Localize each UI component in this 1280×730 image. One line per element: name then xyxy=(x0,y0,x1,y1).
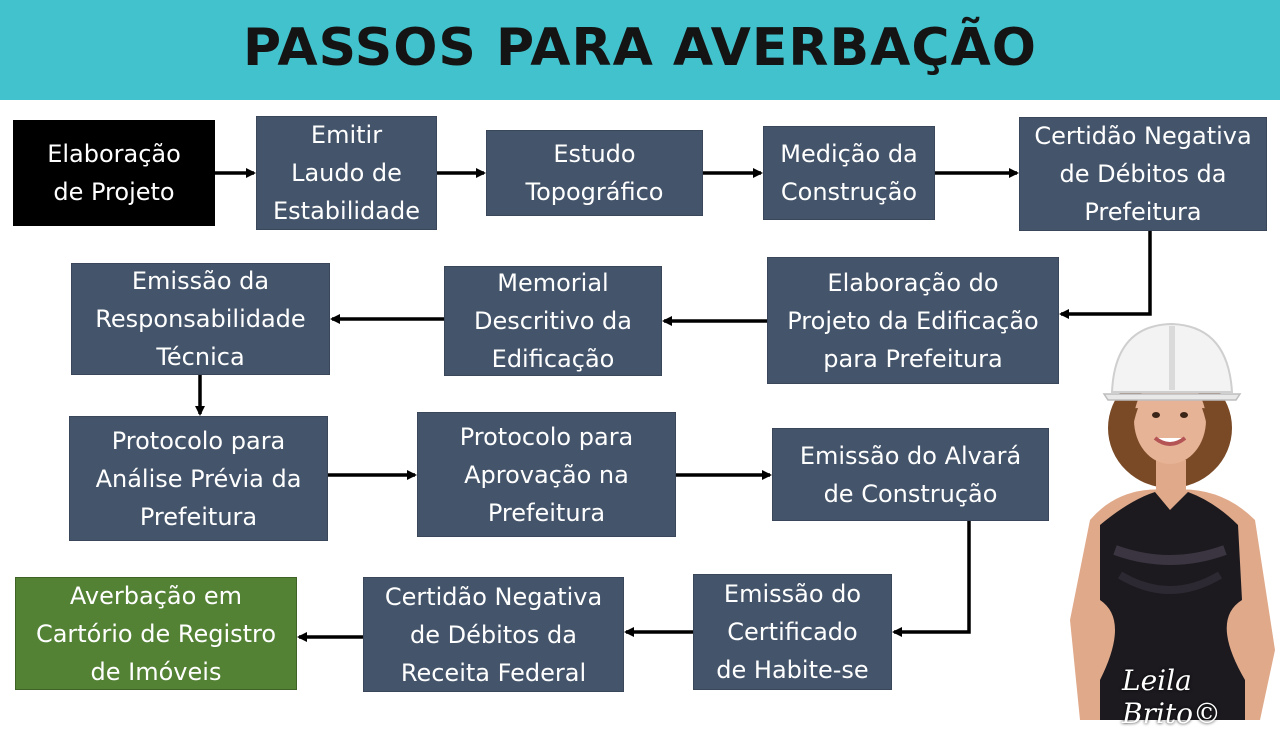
author-signature: Leila Brito© xyxy=(1122,664,1222,730)
step-estudo-topografico: Estudo Topográfico xyxy=(486,130,703,216)
step-habite-se: Emissão do Certificado de Habite-se xyxy=(693,574,892,690)
step-memorial-descritivo: Memorial Descritivo da Edificação xyxy=(444,266,662,376)
step-protocolo-analise: Protocolo para Análise Prévia da Prefeit… xyxy=(69,416,328,541)
step-averbacao-cartorio: Averbação em Cartório de Registro de Imó… xyxy=(15,577,297,690)
step-cnd-prefeitura: Certidão Negativa de Débitos da Prefeitu… xyxy=(1019,117,1267,231)
step-alvara-construcao: Emissão do Alvará de Construção xyxy=(772,428,1049,521)
step-protocolo-aprovacao: Protocolo para Aprovação na Prefeitura xyxy=(417,412,676,537)
page-title: PASSOS PARA AVERBAÇÃO xyxy=(243,18,1037,78)
step-elaboracao-projeto: Elaboração de Projeto xyxy=(13,120,215,226)
step-laudo-estabilidade: Emitir Laudo de Estabilidade xyxy=(256,116,437,230)
step-cnd-receita-federal: Certidão Negativa de Débitos da Receita … xyxy=(363,577,624,692)
arrow-11-12 xyxy=(892,521,971,637)
step-projeto-edificacao: Elaboração do Projeto da Edificação para… xyxy=(767,257,1059,384)
engineer-photo xyxy=(1070,322,1275,720)
title-banner xyxy=(0,0,1280,100)
step-medicao-construcao: Medição da Construção xyxy=(763,126,935,220)
step-responsabilidade-tecnica: Emissão da Responsabilidade Técnica xyxy=(71,263,330,375)
arrow-5-6 xyxy=(1059,231,1152,319)
